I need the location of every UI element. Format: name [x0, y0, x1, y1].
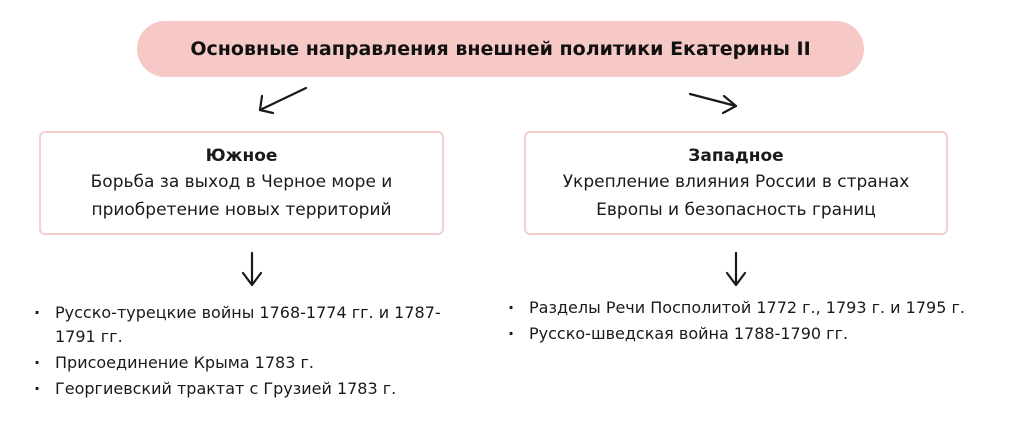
list-item: · Русско-турецкие войны 1768-1774 гг. и …: [34, 301, 454, 349]
west-description-line1: Укрепление влияния России в странах: [562, 172, 910, 192]
list-item-text: Русско-турецкие войны 1768-1774 гг. и 17…: [55, 303, 441, 346]
list-item: · Георгиевский трактат с Грузией 1783 г.: [34, 377, 454, 401]
south-description-line2: приобретение новых территорий: [91, 200, 392, 220]
list-item: · Присоединение Крыма 1783 г.: [34, 351, 454, 375]
bullet-icon: ·: [508, 324, 515, 343]
south-heading: Южное: [205, 146, 278, 166]
arrow-down-left-icon: [241, 251, 263, 287]
west-heading: Западное: [688, 146, 784, 166]
south-direction-box: Южное Борьба за выход в Черное море и пр…: [39, 131, 444, 235]
arrow-to-south-icon: [258, 86, 308, 115]
list-item: · Русско-шведская война 1788-1790 гг.: [508, 322, 1018, 346]
bullet-icon: ·: [508, 298, 515, 317]
diagram-title-text: Основные направления внешней политики Ек…: [190, 38, 811, 60]
list-item-text: Присоединение Крыма 1783 г.: [55, 353, 314, 372]
west-description-line2: Европы и безопасность границ: [596, 200, 876, 220]
west-direction-box: Западное Укрепление влияния России в стр…: [524, 131, 948, 235]
list-item-text: Разделы Речи Посполитой 1772 г., 1793 г.…: [529, 298, 965, 317]
arrow-down-right-icon: [725, 251, 747, 287]
bullet-icon: ·: [34, 353, 41, 372]
arrow-to-west-icon: [688, 92, 738, 115]
list-item-text: Русско-шведская война 1788-1790 гг.: [529, 324, 849, 343]
west-events-list: · Разделы Речи Посполитой 1772 г., 1793 …: [508, 296, 1018, 348]
bullet-icon: ·: [34, 379, 41, 398]
list-item: · Разделы Речи Посполитой 1772 г., 1793 …: [508, 296, 1018, 320]
south-events-list: · Русско-турецкие войны 1768-1774 гг. и …: [34, 301, 454, 403]
diagram-title: Основные направления внешней политики Ек…: [137, 21, 864, 77]
bullet-icon: ·: [34, 303, 41, 322]
south-description-line1: Борьба за выход в Черное море и: [90, 172, 393, 192]
list-item-text: Георгиевский трактат с Грузией 1783 г.: [55, 379, 397, 398]
